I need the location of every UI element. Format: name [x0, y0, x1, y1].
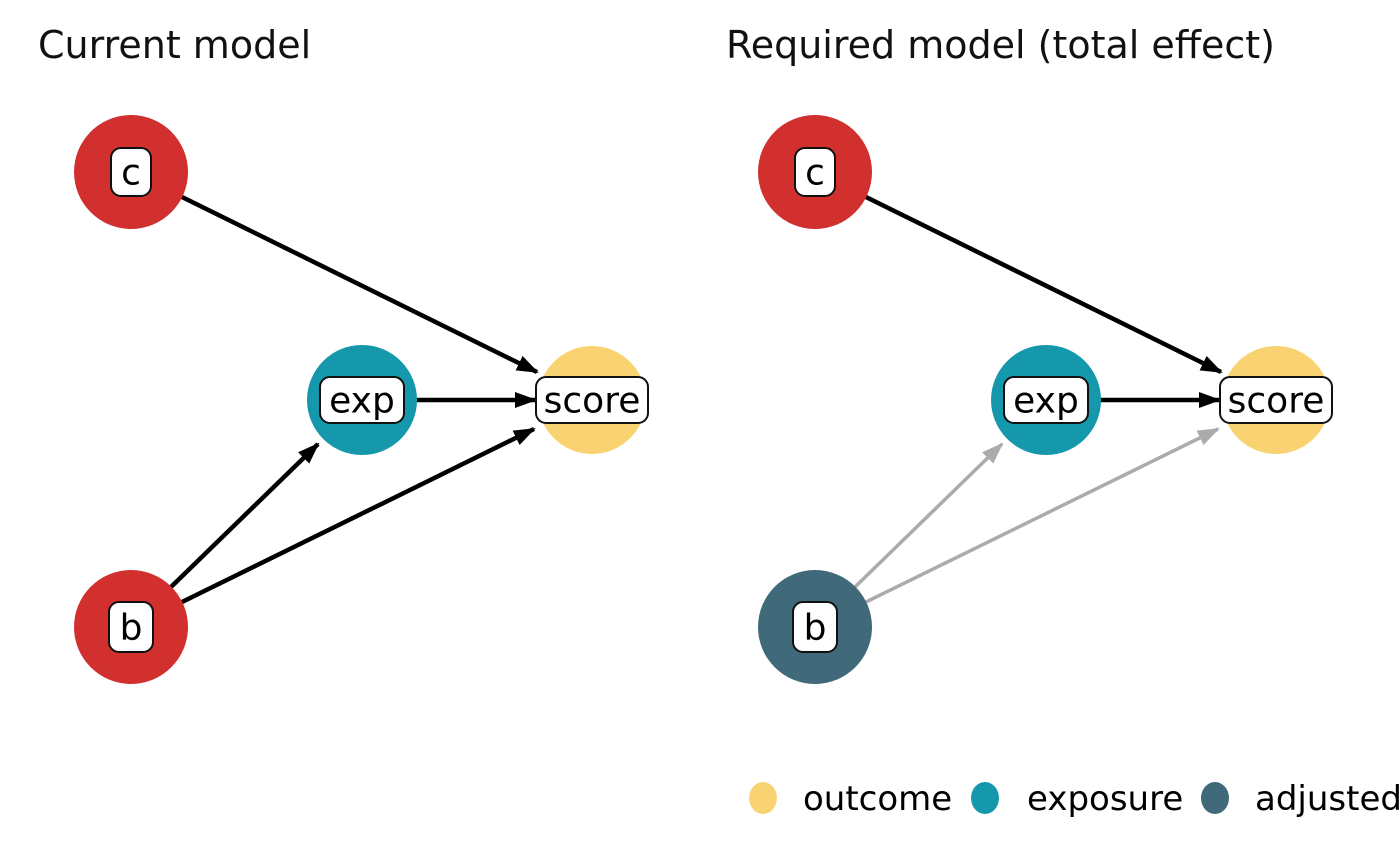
node-label-c: c — [805, 153, 825, 194]
edge-c-to-score — [865, 194, 1223, 375]
legend-item-adjusted: adjusted — [1201, 779, 1400, 819]
edge-b-to-score — [865, 427, 1220, 604]
node-label-exp: exp — [329, 381, 395, 422]
legend-label-exposure: exposure — [1027, 779, 1183, 819]
dag-node-b: b — [758, 570, 872, 684]
dag-node-b: b — [74, 570, 188, 684]
edge-b-to-score — [181, 426, 536, 605]
legend-swatch-adjusted — [1201, 782, 1229, 814]
left-panel: Current model c exp score b — [38, 23, 649, 684]
node-label-box-exp — [1003, 376, 1089, 424]
node-label-b: b — [804, 608, 827, 649]
node-label-box-b — [108, 601, 154, 653]
dag-node-exp: exp — [307, 345, 417, 455]
node-label-c: c — [121, 153, 141, 194]
dag-node-score: score — [1219, 346, 1333, 454]
legend-item-outcome: outcome — [749, 779, 952, 819]
legend-item-exposure: exposure — [971, 779, 1183, 819]
edge-c-to-score — [181, 194, 539, 375]
node-label-score: score — [544, 381, 641, 422]
left-panel-title: Current model — [38, 23, 311, 67]
dag-node-exp: exp — [991, 345, 1101, 455]
node-label-box-b — [792, 601, 838, 653]
node-label-score: score — [1228, 381, 1325, 422]
dag-node-c: c — [74, 115, 188, 229]
right-panel-title: Required model (total effect) — [726, 23, 1275, 67]
node-label-box-score — [1219, 376, 1333, 424]
edge-b-to-exp — [853, 442, 1004, 589]
legend-label-adjusted: adjusted — [1255, 779, 1400, 819]
node-label-box-score — [535, 376, 649, 424]
legend-label-outcome: outcome — [803, 779, 952, 819]
legend: outcome exposure adjusted — [749, 779, 1400, 819]
dag-node-score: score — [535, 346, 649, 454]
right-panel: Required model (total effect) c exp scor… — [726, 23, 1333, 684]
edge-b-to-exp — [169, 442, 320, 589]
node-label-box-exp — [319, 376, 405, 424]
node-label-box-c — [110, 147, 152, 197]
legend-swatch-exposure — [971, 782, 999, 814]
dag-node-c: c — [758, 115, 872, 229]
node-label-b: b — [120, 608, 143, 649]
node-label-exp: exp — [1013, 381, 1079, 422]
legend-swatch-outcome — [749, 782, 777, 814]
node-label-box-c — [794, 147, 836, 197]
